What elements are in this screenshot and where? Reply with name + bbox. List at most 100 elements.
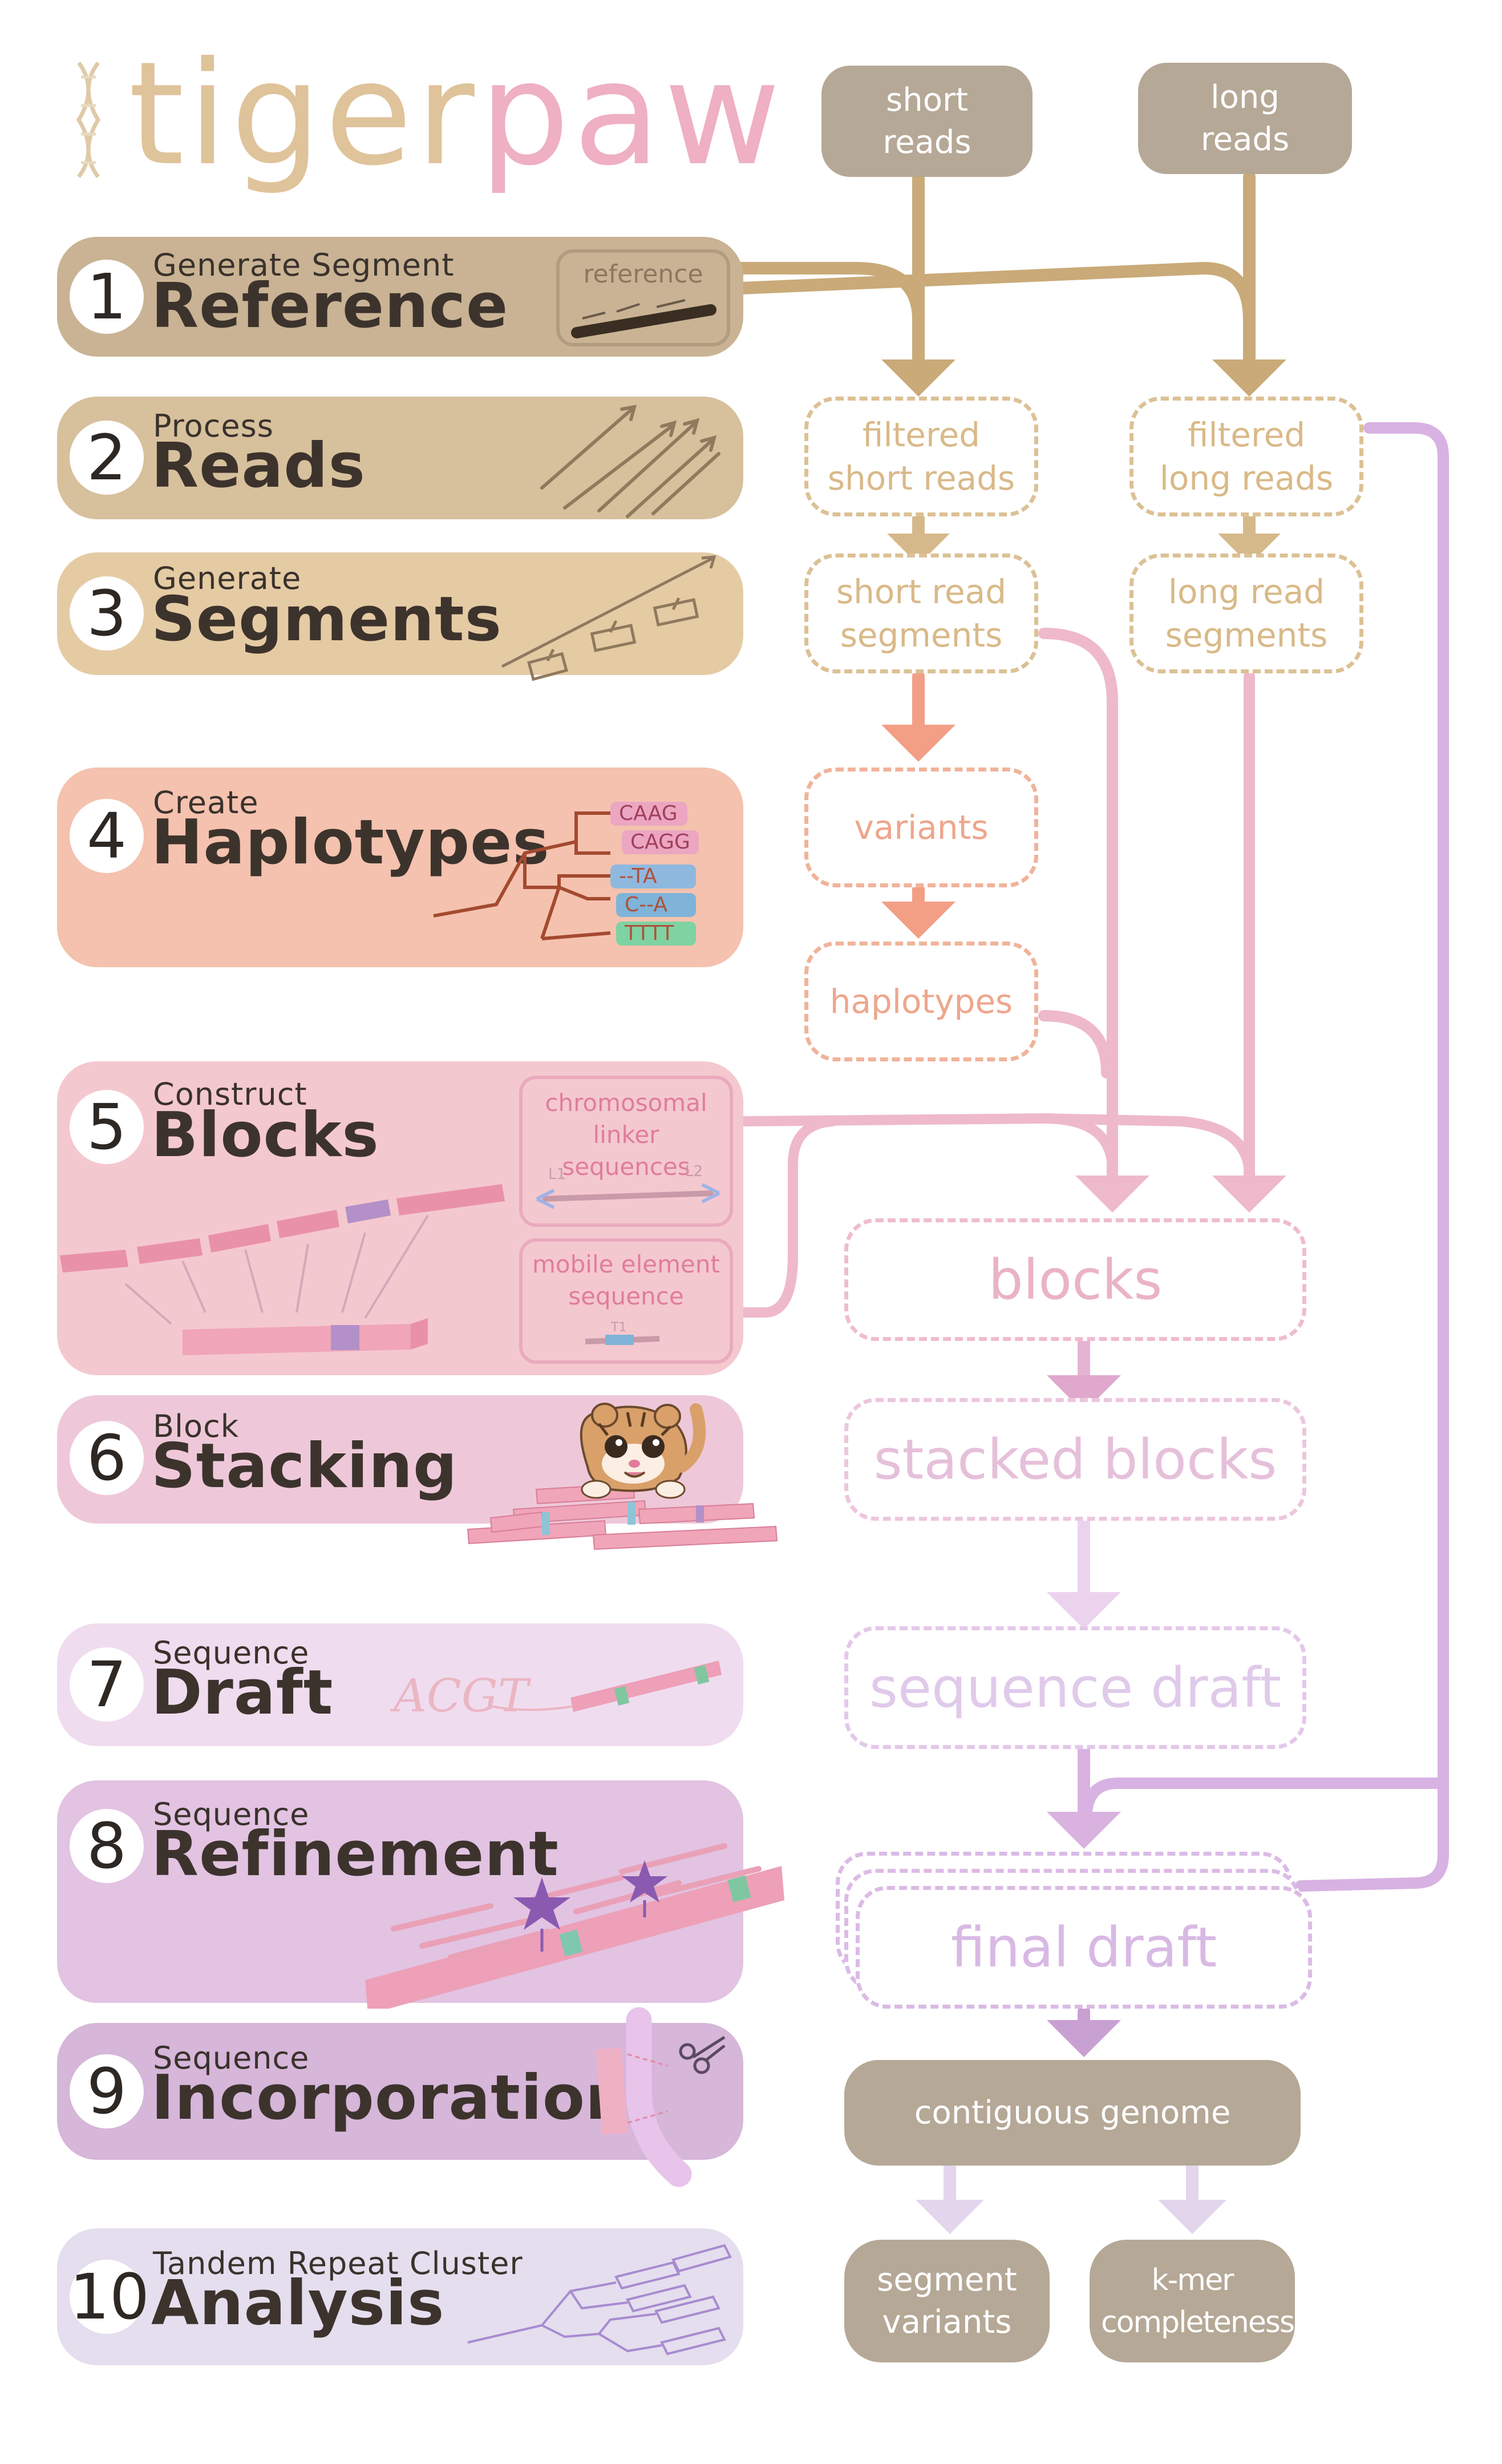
step-number: 8 bbox=[70, 1809, 144, 1883]
step-3-segments: 3 Generate Segments bbox=[57, 552, 743, 681]
reference-strand-icon bbox=[571, 299, 716, 338]
mobile-element-label: mobile element sequence bbox=[532, 1250, 720, 1310]
haplotype-tag bbox=[616, 893, 696, 917]
segments-icon bbox=[501, 555, 716, 681]
connector-shortseg-blocks bbox=[1038, 628, 1118, 1193]
step-subtitle: Create bbox=[153, 785, 259, 821]
step-subtitle: Sequence bbox=[153, 1635, 310, 1671]
blocks-construction-icon bbox=[60, 1184, 505, 1355]
incorporation-illustration bbox=[596, 2007, 726, 2187]
step-title: Refinement bbox=[151, 1819, 559, 1890]
node-short-reads: short reads bbox=[821, 66, 1033, 177]
arrowhead bbox=[1218, 534, 1281, 565]
arrowhead bbox=[881, 902, 956, 939]
node-long-read-segments: long read segments bbox=[1129, 554, 1363, 673]
node-label: filtered long reads bbox=[1159, 415, 1334, 498]
node-label: short read segments bbox=[836, 572, 1007, 655]
step-2-reads: 2 Process Reads bbox=[57, 397, 743, 519]
arrowhead bbox=[1212, 359, 1286, 397]
connector-reference-long bbox=[735, 262, 1256, 371]
step-number: 1 bbox=[70, 260, 144, 334]
arrowheads bbox=[881, 359, 1286, 2234]
step-10-analysis: 10 Tandem Repeat Cluster Analysis bbox=[57, 2228, 743, 2365]
step-8-refinement: 8 Sequence Refinement bbox=[57, 1780, 743, 2003]
step-number: 4 bbox=[70, 799, 144, 873]
haplotype-tag bbox=[616, 922, 696, 946]
mobile-element-tag: T1 bbox=[610, 1320, 626, 1335]
step-title: Analysis bbox=[151, 2268, 445, 2339]
linker-callout-label: chromosomal linker sequences bbox=[545, 1089, 707, 1181]
haplotype-tag bbox=[622, 830, 699, 854]
step-title: Haplotypes bbox=[151, 807, 550, 878]
haplotype-label: --TA bbox=[619, 865, 657, 888]
node-label: segment variants bbox=[877, 2261, 1017, 2341]
node-contiguous-genome: contiguous genome bbox=[844, 2060, 1301, 2166]
step-title: Blocks bbox=[151, 1100, 379, 1171]
arrowhead bbox=[1075, 1176, 1149, 1213]
title-word-tiger: tiger bbox=[128, 31, 478, 197]
step-subtitle: Generate Segment bbox=[153, 247, 455, 283]
reference-label: reference bbox=[583, 260, 703, 289]
refinement-illustration bbox=[365, 1843, 784, 2009]
arrowhead bbox=[1047, 1812, 1121, 1849]
step-subtitle: Construct bbox=[153, 1076, 307, 1112]
haplotype-label: CAAG bbox=[619, 802, 678, 825]
arrowhead bbox=[916, 2200, 984, 2234]
node-label: long read segments bbox=[1165, 572, 1328, 655]
haplotype-label: CAGG bbox=[630, 830, 690, 854]
node-label: haplotypes bbox=[829, 982, 1013, 1021]
title-word-paw: paw bbox=[479, 31, 784, 197]
mobile-element-icon: T1 bbox=[585, 1320, 660, 1345]
draft-acgt-label: ACGT bbox=[394, 1669, 529, 1722]
node-stacked-blocks: stacked blocks bbox=[844, 1398, 1306, 1521]
step-number: 6 bbox=[70, 1421, 144, 1495]
reads-arrows-icon bbox=[540, 405, 720, 518]
node-label: k-mer completeness bbox=[1101, 2263, 1295, 2340]
linker-label: L1 bbox=[548, 1166, 566, 1183]
cluster-tree-icon bbox=[467, 2244, 732, 2356]
node-filtered-long-reads: filtered long reads bbox=[1129, 397, 1363, 516]
arrowhead bbox=[881, 725, 956, 762]
connector-linker-blocks-2 bbox=[1039, 1113, 1254, 1181]
step-number: 5 bbox=[70, 1090, 144, 1164]
step-number: 2 bbox=[70, 421, 144, 495]
step-title: Draft bbox=[151, 1657, 334, 1728]
node-segment-variants: segment variants bbox=[844, 2240, 1050, 2362]
step-title: Incorporation bbox=[151, 2062, 630, 2134]
step-title: Stacking bbox=[151, 1431, 458, 1502]
node-sequence-draft: sequence draft bbox=[844, 1626, 1306, 1749]
haplotype-tag bbox=[610, 865, 696, 888]
reference-illustration: reference bbox=[556, 249, 730, 346]
arrowhead bbox=[1047, 2020, 1121, 2057]
step-subtitle: Sequence bbox=[153, 2040, 310, 2076]
node-blocks: blocks bbox=[844, 1218, 1306, 1341]
arrowhead bbox=[1047, 1592, 1121, 1629]
node-short-read-segments: short read segments bbox=[804, 554, 1038, 673]
connector-long-draft bbox=[1081, 1778, 1449, 1817]
node-label: blocks bbox=[988, 1247, 1163, 1312]
step-subtitle: Process bbox=[153, 408, 274, 444]
step-number: 9 bbox=[70, 2054, 144, 2128]
step-number: 7 bbox=[70, 1647, 144, 1722]
node-kmer-completeness: k-mer completeness bbox=[1090, 2240, 1295, 2362]
connector-filtlong-final bbox=[1295, 422, 1449, 1892]
tiger-cub-mascot-icon bbox=[467, 1403, 778, 1550]
dna-icon bbox=[76, 61, 101, 179]
arrowhead bbox=[1212, 1176, 1286, 1213]
haplotype-tag bbox=[610, 802, 687, 826]
node-label: final draft bbox=[950, 1915, 1217, 1980]
node-label: variants bbox=[854, 808, 989, 847]
connector-haplotypes-blocks bbox=[1038, 1010, 1112, 1078]
node-filtered-short-reads: filtered short reads bbox=[804, 397, 1038, 516]
step-5-blocks: 5 Construct Blocks chromosomal linker se… bbox=[57, 1061, 743, 1375]
phylogeny-tree-icon: CAAG CAGG --TA C--A TTTT bbox=[433, 802, 699, 946]
step-number: 3 bbox=[70, 576, 144, 651]
tiger-cub bbox=[580, 1403, 706, 1499]
step-subtitle: Block bbox=[153, 1408, 240, 1444]
arrowhead bbox=[887, 534, 950, 565]
step-7-draft: 7 Sequence Draft ACGT bbox=[57, 1623, 743, 1746]
step-4-haplotypes: 4 Create Haplotypes CAAG CAGG --TA C--A … bbox=[57, 768, 743, 967]
step-title: Segments bbox=[151, 584, 502, 655]
step-1-reference: 1 Generate Segment Reference reference bbox=[57, 237, 743, 357]
